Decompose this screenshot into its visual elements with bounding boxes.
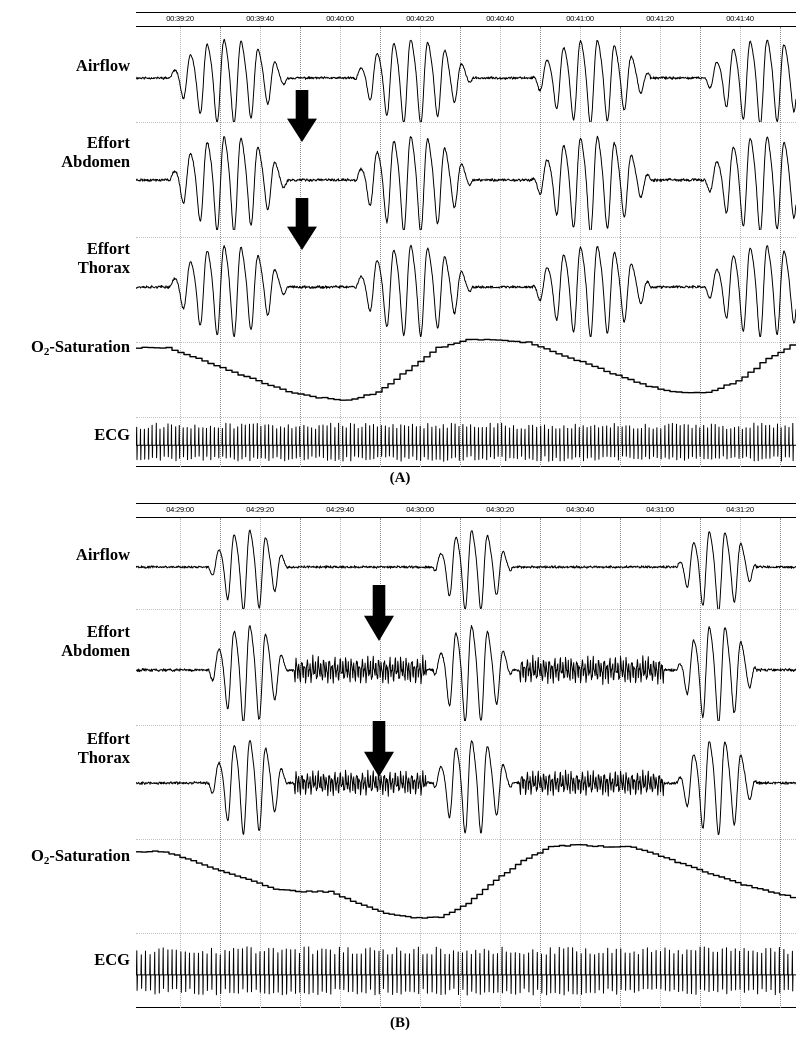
time-tick-label: 00:41:40	[726, 14, 754, 23]
chart-area-panel-a: 00:39:20 00:39:40 00:40:00 00:40:20 00:40:40…	[136, 12, 796, 467]
time-tick-label: 04:30:40	[566, 505, 594, 514]
trace-effort-thorax	[136, 731, 796, 835]
vertical-gridline	[620, 27, 621, 467]
arrow-effort-thorax	[287, 198, 317, 255]
vertical-gridline	[260, 27, 261, 467]
vertical-gridline	[380, 27, 381, 467]
time-tick-label: 04:31:00	[646, 505, 674, 514]
vertical-gridline	[460, 27, 461, 467]
time-tick-label: 00:41:20	[646, 14, 674, 23]
time-tick-label: 04:30:20	[486, 505, 514, 514]
vertical-gridline	[180, 27, 181, 467]
vertical-gridline	[540, 27, 541, 467]
panel-caption-b: (B)	[390, 1015, 410, 1031]
vertical-gridline	[220, 518, 221, 1008]
arrow-effort-abdomen	[364, 585, 394, 646]
vertical-gridline	[620, 518, 621, 1008]
time-tick-label: 04:29:40	[326, 505, 354, 514]
trace-effort-abdomen	[136, 619, 796, 721]
vertical-gridline	[260, 518, 261, 1008]
trace-effort-thorax	[136, 237, 796, 337]
vertical-gridline	[780, 518, 781, 1008]
vertical-gridline	[660, 518, 661, 1008]
time-tick-label: 00:39:40	[246, 14, 274, 23]
channel-label-o2-saturation: O2-Saturation	[30, 846, 130, 867]
arrow-effort-abdomen	[287, 90, 317, 147]
time-tick-label: 00:39:20	[166, 14, 194, 23]
vertical-gridline	[500, 518, 501, 1008]
trace-airflow	[136, 525, 796, 609]
time-tick-label: 00:40:00	[326, 14, 354, 23]
channel-label-ecg: ECG	[94, 950, 130, 969]
vertical-gridline	[220, 27, 221, 467]
horizontal-gridline	[136, 839, 796, 840]
time-tick-label: 00:41:00	[566, 14, 594, 23]
trace-ecg	[136, 943, 796, 1001]
trace-o2-saturation	[136, 330, 796, 410]
horizontal-gridline	[136, 725, 796, 726]
time-tick-label: 00:40:20	[406, 14, 434, 23]
vertical-gridline	[340, 518, 341, 1008]
channel-label-airflow: Airflow	[75, 56, 130, 75]
chart-area-panel-b: 04:29:00 04:29:20 04:29:40 04:30:00 04:30:20…	[136, 503, 796, 1008]
channel-label-ecg: ECG	[94, 425, 130, 444]
vertical-gridline	[420, 518, 421, 1008]
time-axis-header-a	[136, 12, 796, 27]
vertical-gridline	[180, 518, 181, 1008]
trace-airflow	[136, 34, 796, 122]
vertical-gridline	[500, 27, 501, 467]
vertical-gridline	[700, 27, 701, 467]
trace-o2-saturation	[136, 833, 796, 929]
horizontal-gridline	[136, 933, 796, 934]
vertical-gridline	[420, 27, 421, 467]
channel-label-o2-saturation: O2-Saturation	[30, 337, 130, 358]
arrow-effort-thorax	[364, 721, 394, 782]
time-axis-header-b	[136, 503, 796, 518]
horizontal-gridline	[136, 237, 796, 238]
time-tick-label: 04:29:20	[246, 505, 274, 514]
vertical-gridline	[700, 518, 701, 1008]
horizontal-gridline	[136, 417, 796, 418]
vertical-gridline	[540, 518, 541, 1008]
vertical-gridline	[460, 518, 461, 1008]
horizontal-gridline	[136, 609, 796, 610]
channel-label-airflow: Airflow	[75, 545, 130, 564]
trace-ecg	[136, 420, 796, 466]
panel-caption-a: (A)	[389, 470, 411, 486]
horizontal-gridline	[136, 122, 796, 123]
vertical-gridline	[660, 27, 661, 467]
time-tick-label: 04:29:00	[166, 505, 194, 514]
vertical-gridline	[580, 518, 581, 1008]
vertical-gridline	[340, 27, 341, 467]
vertical-gridline	[300, 518, 301, 1008]
vertical-gridline	[740, 27, 741, 467]
horizontal-gridline	[136, 342, 796, 343]
time-tick-label: 04:30:00	[406, 505, 434, 514]
trace-effort-abdomen	[136, 130, 796, 230]
vertical-gridline	[780, 27, 781, 467]
time-tick-label: 00:40:40	[486, 14, 514, 23]
time-tick-label: 04:31:20	[726, 505, 754, 514]
vertical-gridline	[740, 518, 741, 1008]
